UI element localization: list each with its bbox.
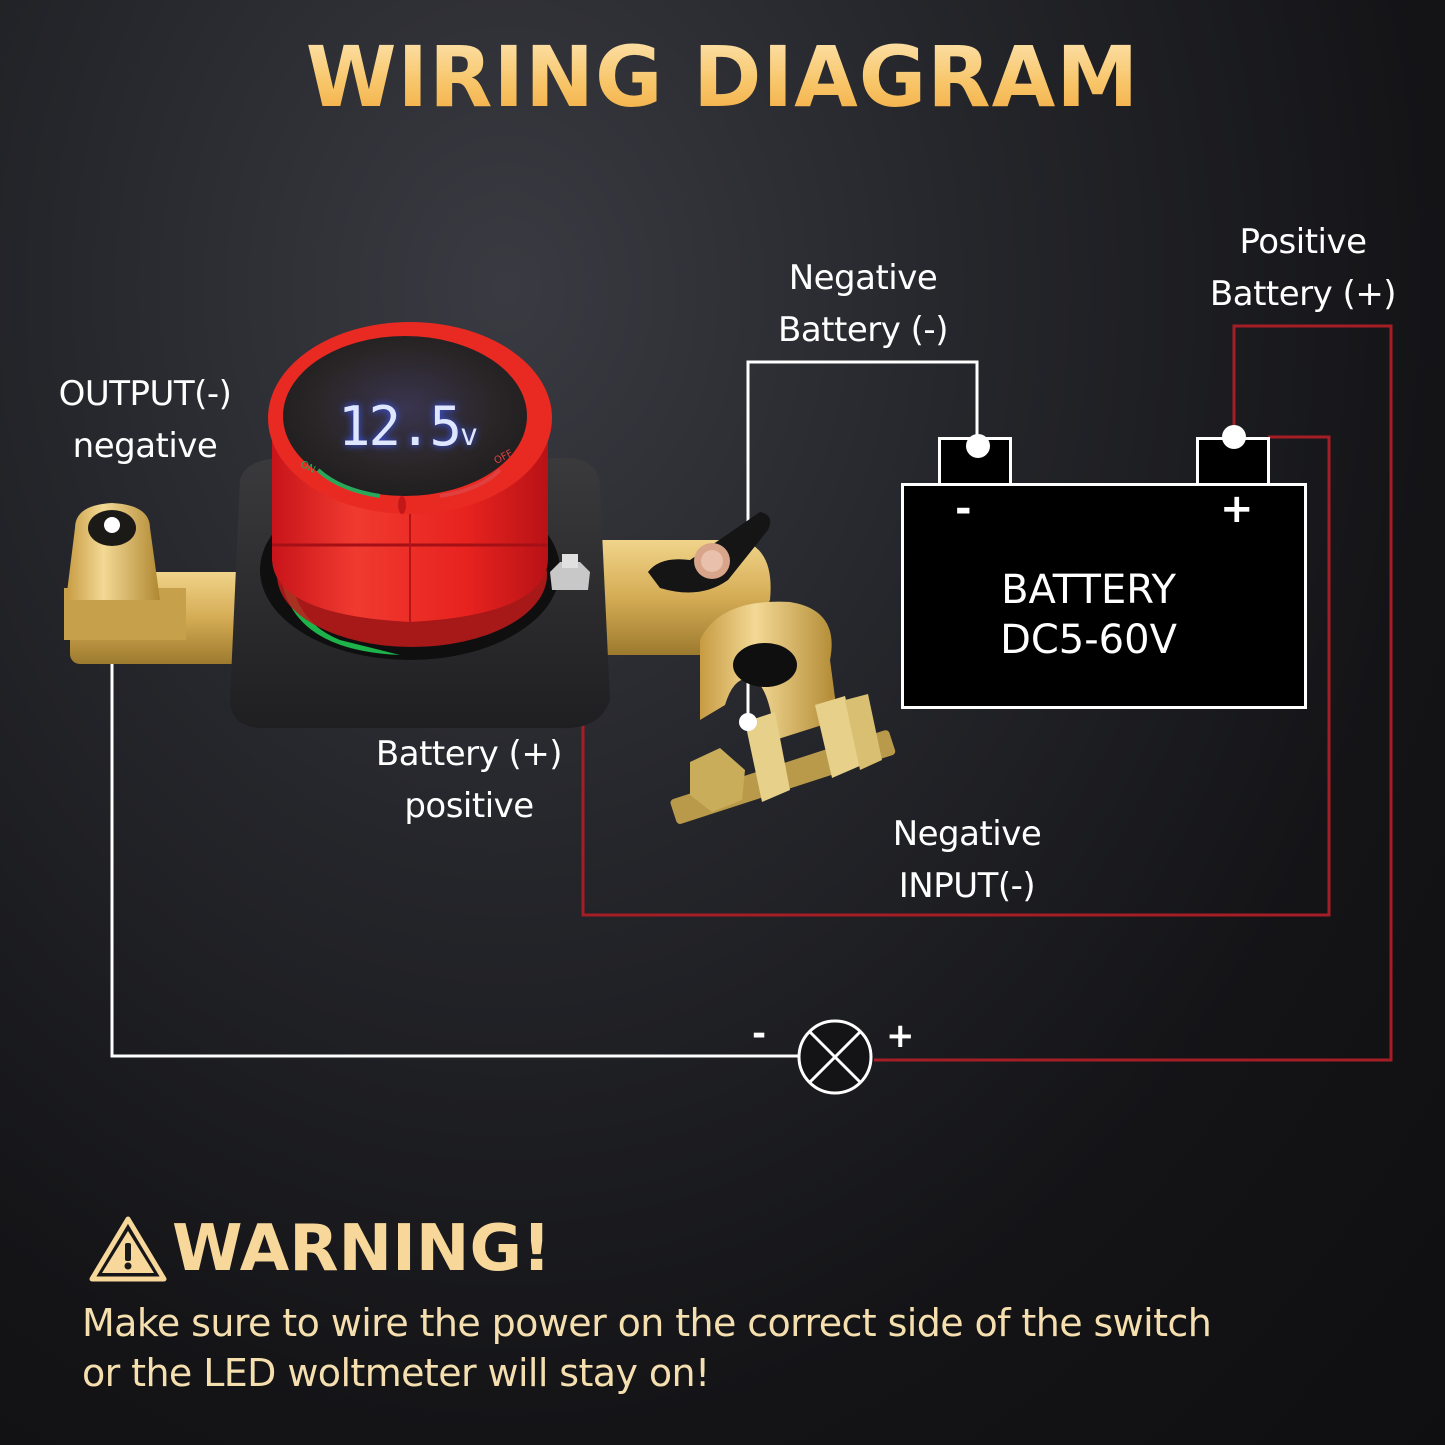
- label-line: Negative: [892, 814, 1042, 854]
- white-wire-output-to-lamp: [110, 528, 798, 1058]
- off-indicator-arc: [439, 468, 502, 498]
- battery-positive-sign: +: [1220, 486, 1254, 532]
- battery-body: [901, 483, 1307, 709]
- battery-clamp: [670, 601, 896, 824]
- label-line: Positive: [1239, 222, 1367, 262]
- lamp-x-circle-icon: [797, 1019, 873, 1095]
- label-line: positive: [404, 786, 534, 826]
- lamp-positive-sign: +: [886, 1016, 915, 1056]
- diagram-title: WIRING DIAGRAM: [14, 28, 1430, 126]
- label-output-negative: OUTPUT(-) negative: [30, 368, 260, 472]
- label-negative-input: Negative INPUT(-): [872, 808, 1062, 912]
- warning-triangle-icon: [89, 1216, 167, 1282]
- lamp-negative-sign: -: [752, 1014, 767, 1054]
- warning-line: or the LED woltmeter will stay on!: [82, 1351, 710, 1395]
- battery-label: BATTERY DC5-60V: [901, 565, 1276, 665]
- label-line: Battery (+): [1209, 274, 1397, 314]
- wing-nut: [648, 512, 771, 593]
- connection-dot: [104, 517, 120, 533]
- positive-stud: [550, 554, 590, 590]
- label-negative-battery: Negative Battery (-): [750, 252, 976, 356]
- warning-line: Make sure to wire the power on the corre…: [82, 1301, 1212, 1345]
- warning-title: WARNING!: [172, 1212, 552, 1286]
- red-wire-switch-to-battery-positive: [581, 435, 1331, 917]
- on-indicator-arc: [316, 468, 381, 498]
- red-wire-battery-to-lamp: [874, 324, 1393, 1062]
- label-battery-positive: Battery (+) positive: [352, 728, 586, 832]
- connection-dot: [739, 713, 757, 731]
- battery-positive-dot: [1222, 425, 1246, 449]
- label-line: Battery (+): [375, 734, 563, 774]
- warning-message: Make sure to wire the power on the corre…: [82, 1298, 1362, 1398]
- label-line: Negative: [788, 258, 938, 298]
- voltmeter-unit: v: [459, 418, 479, 453]
- label-line: INPUT(-): [898, 866, 1036, 906]
- battery-name: BATTERY: [1001, 567, 1176, 613]
- battery-negative-sign: -: [955, 486, 972, 532]
- output-terminal: [64, 503, 250, 664]
- label-line: OUTPUT(-): [58, 374, 232, 414]
- label-positive-battery: Positive Battery (+): [1186, 216, 1420, 320]
- voltmeter-value: 12.5: [337, 395, 462, 458]
- voltmeter-display: 12.5v: [333, 392, 483, 471]
- label-line: Battery (-): [778, 310, 948, 350]
- battery-negative-dot: [966, 434, 990, 458]
- warning-heading: WARNING!: [88, 1212, 551, 1286]
- battery-voltage-range: DC5-60V: [1000, 617, 1177, 663]
- label-line: negative: [72, 426, 218, 466]
